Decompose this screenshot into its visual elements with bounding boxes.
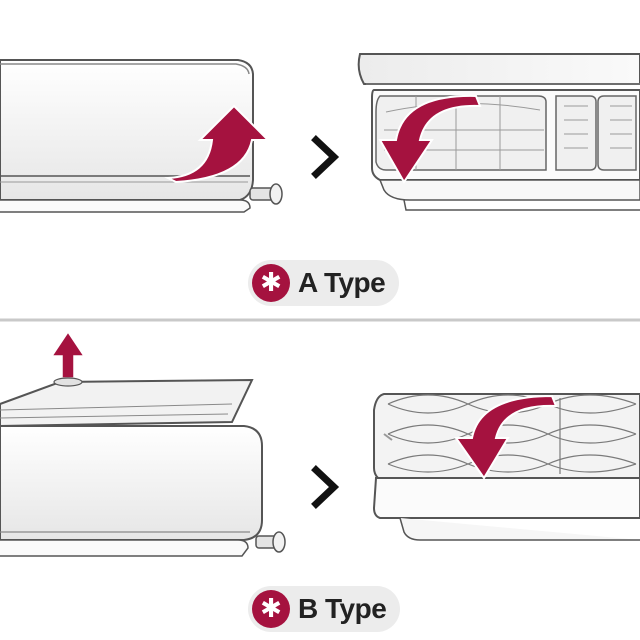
b-type-step2-unit bbox=[372, 393, 640, 541]
b-type-badge: ✱ B Type bbox=[248, 586, 401, 632]
a-type-label: A Type bbox=[298, 267, 386, 298]
up-arrow-icon bbox=[50, 330, 86, 379]
insert-filter-arrow-icon bbox=[378, 94, 482, 184]
chevron-right-icon bbox=[311, 465, 340, 509]
a-type-badge: ✱ A Type bbox=[248, 260, 400, 306]
b-type-step1-unit bbox=[0, 377, 286, 557]
asterisk-badge-icon: ✱ bbox=[252, 264, 290, 302]
insert-filter-arrow-icon bbox=[454, 394, 558, 480]
chevron-right-icon bbox=[311, 135, 340, 179]
b-type-label: B Type bbox=[298, 593, 387, 624]
a-type-step1-unit bbox=[0, 59, 283, 213]
lift-front-panel-arrow-icon bbox=[164, 104, 271, 184]
asterisk-badge-icon: ✱ bbox=[252, 590, 290, 628]
